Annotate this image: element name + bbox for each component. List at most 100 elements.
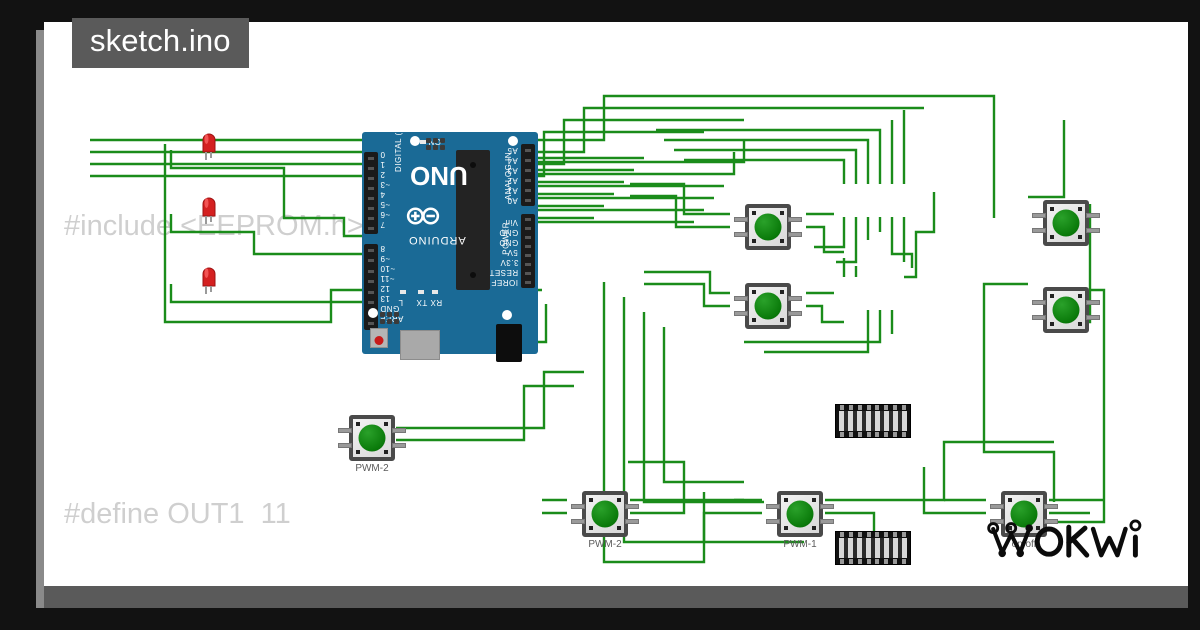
dip-slider-row[interactable] bbox=[839, 411, 907, 431]
button-screw bbox=[617, 526, 621, 530]
button-cap[interactable] bbox=[1052, 296, 1080, 324]
led-2[interactable] bbox=[199, 190, 216, 224]
button-screw bbox=[384, 422, 388, 426]
button-leg bbox=[766, 504, 780, 509]
button-leg bbox=[990, 519, 1004, 524]
button-leg bbox=[1086, 213, 1100, 218]
led-3[interactable] bbox=[199, 260, 216, 294]
button-label: PWM-1 bbox=[783, 539, 817, 550]
button-leg bbox=[1032, 213, 1046, 218]
button-screw bbox=[1036, 498, 1040, 502]
pin-label-4: 4 bbox=[380, 190, 385, 199]
pin-label-7: 7 bbox=[380, 220, 385, 229]
button-cap[interactable] bbox=[754, 292, 782, 320]
arduino-uno-board[interactable]: 0 1 2 ~3 4 ~5 ~6 7 8 ~9 ~10 ~11 12 13 GN… bbox=[362, 103, 538, 362]
button-leg bbox=[1044, 504, 1058, 509]
button-screw bbox=[1078, 235, 1082, 239]
button-screw bbox=[1078, 322, 1082, 326]
button-leg bbox=[1086, 315, 1100, 320]
button-screw bbox=[1008, 498, 1012, 502]
button-screw bbox=[589, 498, 593, 502]
pin-label-3: ~3 bbox=[380, 180, 391, 189]
button-screw bbox=[1078, 294, 1082, 298]
button-cap[interactable] bbox=[754, 213, 782, 241]
icsp-header bbox=[380, 312, 399, 324]
button-screw bbox=[384, 450, 388, 454]
pushbutton-pwm1[interactable]: PWM-1 bbox=[766, 491, 834, 550]
button-screw bbox=[780, 211, 784, 215]
button-screw bbox=[752, 290, 756, 294]
button-leg bbox=[766, 519, 780, 524]
pin-label-8: 8 bbox=[380, 244, 385, 253]
pin-label-5: ~5 bbox=[380, 200, 391, 209]
power-on-led bbox=[420, 140, 426, 144]
button-screw bbox=[812, 526, 816, 530]
button-screw bbox=[1050, 322, 1054, 326]
button-label: PWM-2 bbox=[355, 463, 389, 474]
reset-button[interactable] bbox=[370, 328, 388, 348]
button-leg bbox=[338, 428, 352, 433]
dip-pins-bottom bbox=[840, 432, 906, 437]
tx-led-label: TX bbox=[416, 298, 428, 307]
dip-switch-2[interactable] bbox=[835, 531, 911, 565]
dip-pins-top bbox=[840, 532, 906, 537]
pin-label-6: ~6 bbox=[380, 210, 391, 219]
dip-switch-1[interactable] bbox=[835, 404, 911, 438]
button-leg bbox=[788, 217, 802, 222]
tx-led bbox=[418, 290, 424, 294]
button-screw bbox=[784, 498, 788, 502]
digital-header-0-7[interactable] bbox=[364, 152, 378, 234]
button-leg bbox=[1032, 300, 1046, 305]
pushbutton-pwm2-left[interactable]: PWM-2 bbox=[338, 415, 406, 474]
button-leg bbox=[734, 232, 748, 237]
pushbutton-right[interactable] bbox=[1032, 287, 1100, 333]
pin-label-13: 13 bbox=[380, 294, 390, 303]
dip-pins-bottom bbox=[840, 559, 906, 564]
power-label-reset: RESET bbox=[488, 268, 518, 277]
button-cap[interactable] bbox=[1052, 209, 1080, 237]
mounting-hole-1 bbox=[410, 136, 420, 146]
button-screw bbox=[356, 422, 360, 426]
pushbutton-mid[interactable] bbox=[734, 283, 802, 329]
button-cap[interactable] bbox=[786, 500, 814, 528]
pin-label-9: ~9 bbox=[380, 254, 391, 263]
pin-label-1: 1 bbox=[380, 160, 385, 169]
file-tab-sketch-ino[interactable]: sketch.ino bbox=[72, 18, 249, 69]
button-label: PWM-2 bbox=[588, 539, 622, 550]
button-leg bbox=[625, 519, 639, 524]
button-leg bbox=[1032, 315, 1046, 320]
button-screw bbox=[780, 318, 784, 322]
button-leg bbox=[1086, 300, 1100, 305]
button-screw bbox=[1008, 526, 1012, 530]
button-cap[interactable] bbox=[358, 424, 386, 452]
led-1[interactable] bbox=[199, 126, 216, 160]
button-screw bbox=[752, 211, 756, 215]
dip-slider-row[interactable] bbox=[839, 538, 907, 558]
analog-in-header[interactable] bbox=[521, 144, 535, 206]
pushbutton-top-mid[interactable] bbox=[734, 204, 802, 250]
button-leg bbox=[625, 504, 639, 509]
pushbutton-pwm2[interactable]: PWM-2 bbox=[571, 491, 639, 550]
pushbutton-top-right[interactable] bbox=[1032, 200, 1100, 246]
rx-led bbox=[432, 290, 438, 294]
button-screw bbox=[1050, 294, 1054, 298]
arduino-infinity-logo bbox=[406, 207, 440, 225]
button-leg bbox=[788, 311, 802, 316]
button-leg bbox=[338, 443, 352, 448]
l-led-label: L bbox=[398, 298, 403, 307]
uno-silkscreen-text: UNO bbox=[410, 161, 468, 191]
button-leg bbox=[392, 428, 406, 433]
mounting-hole-4 bbox=[502, 310, 512, 320]
pin-label-2: 2 bbox=[380, 170, 385, 179]
button-cap[interactable] bbox=[1010, 500, 1038, 528]
button-leg bbox=[392, 443, 406, 448]
power-jack bbox=[496, 324, 522, 362]
usb-connector bbox=[400, 330, 440, 360]
button-leg bbox=[571, 504, 585, 509]
atmega328p-chip bbox=[456, 150, 490, 290]
button-leg bbox=[788, 232, 802, 237]
power-header[interactable] bbox=[521, 214, 535, 288]
wokwi-logo bbox=[986, 512, 1166, 564]
button-cap[interactable] bbox=[591, 500, 619, 528]
wokwi-diagram-canvas[interactable]: #include <EEPROM.h> #define OUT1 11 #def… bbox=[44, 22, 1188, 586]
